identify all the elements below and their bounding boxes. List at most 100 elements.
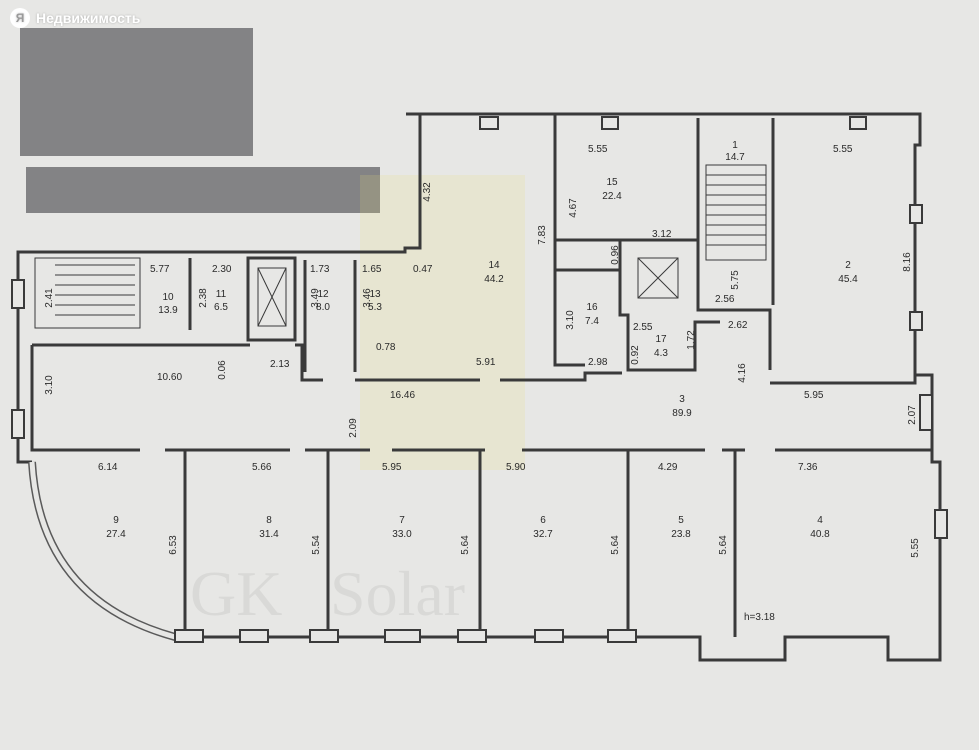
dim-label: 2.55: [633, 322, 653, 333]
dim-label: 5.64: [718, 535, 729, 555]
dim-label: 2.41: [44, 288, 55, 308]
svg-text:6: 6: [540, 515, 546, 526]
svg-text:45.4: 45.4: [838, 274, 858, 285]
dim-label: 5.64: [460, 535, 471, 555]
room-6: 632.7: [533, 515, 553, 540]
dim-label: 0.06: [217, 360, 228, 380]
svg-text:7: 7: [399, 515, 405, 526]
svg-text:5: 5: [678, 515, 684, 526]
dim-label: 0.96: [610, 245, 621, 265]
svg-text:10: 10: [162, 292, 174, 303]
dim-label: 0.47: [413, 264, 433, 275]
svg-text:22.4: 22.4: [602, 191, 622, 202]
svg-text:5.3: 5.3: [368, 302, 382, 313]
watermark: GK Solar: [190, 175, 525, 629]
room-8: 831.4: [259, 515, 279, 540]
redacted-block-top: [20, 28, 253, 156]
room-5: 523.8: [671, 515, 691, 540]
dim-label: 4.32: [422, 182, 433, 202]
room-7: 733.0: [392, 515, 412, 540]
dim-label: 8.16: [902, 252, 913, 272]
room-labels: 114.7 245.4 389.9 440.8 523.8 632.7 733.…: [106, 140, 858, 540]
svg-text:23.8: 23.8: [671, 529, 691, 540]
dim-label: 5.95: [382, 462, 402, 473]
walls: [16, 112, 942, 662]
svg-text:31.4: 31.4: [259, 529, 279, 540]
dim-label: 5.55: [833, 144, 853, 155]
svg-text:13: 13: [369, 289, 381, 300]
room-9: 927.4: [106, 515, 126, 540]
dim-label: 2.56: [715, 294, 735, 305]
dim-label: 5.64: [610, 535, 621, 555]
svg-text:11: 11: [216, 289, 227, 300]
dim-label: 5.66: [252, 462, 272, 473]
dim-label: 5.91: [476, 357, 496, 368]
dim-label: 1.65: [362, 264, 382, 275]
svg-text:8: 8: [266, 515, 272, 526]
svg-text:8.0: 8.0: [316, 302, 330, 313]
dim-label: 3.49: [310, 288, 321, 308]
svg-text:13.9: 13.9: [158, 305, 178, 316]
dim-label: 5.95: [804, 390, 824, 401]
dim-label: 16.46: [390, 390, 415, 401]
dim-label: 4.67: [568, 198, 579, 218]
room-13: 135.3: [368, 289, 382, 313]
dim-label: 2.38: [198, 288, 209, 308]
svg-text:44.2: 44.2: [484, 274, 504, 285]
brand-header[interactable]: Я Недвижимость: [10, 8, 140, 28]
yandex-logo-icon: Я: [10, 8, 30, 28]
dim-label: 3.12: [652, 229, 672, 240]
windows: [11, 116, 948, 643]
svg-text:4: 4: [817, 515, 823, 526]
dim-label: 6.53: [168, 535, 179, 555]
svg-text:2: 2: [845, 260, 851, 271]
svg-text:1: 1: [732, 140, 738, 151]
room-16: 167.4: [585, 302, 599, 327]
brand-name: Недвижимость: [36, 10, 141, 26]
dim-label: 5.54: [311, 535, 322, 555]
svg-text:3: 3: [679, 394, 685, 405]
dim-label: 0.78: [376, 342, 396, 353]
dim-label: 10.60: [157, 372, 182, 383]
svg-text:33.0: 33.0: [392, 529, 412, 540]
svg-text:16: 16: [586, 302, 598, 313]
svg-text:9: 9: [113, 515, 119, 526]
redacted-block-bottom: [26, 167, 380, 213]
dim-label: 2.98: [588, 357, 608, 368]
dim-label: 3.10: [44, 375, 55, 395]
dim-label: 5.55: [910, 538, 921, 558]
ceiling-height-label: h=3.18: [744, 612, 775, 623]
dim-label: 3.46: [362, 288, 373, 308]
room-10: 10 13.9: [158, 292, 178, 316]
svg-text:4.3: 4.3: [654, 348, 668, 359]
svg-text:14: 14: [488, 260, 500, 271]
room-2: 245.4: [838, 260, 858, 285]
svg-text:6.5: 6.5: [214, 302, 228, 313]
svg-text:32.7: 32.7: [533, 529, 553, 540]
dim-label: 1.73: [310, 264, 330, 275]
room-14: 14 44.2: [484, 260, 504, 285]
watermark-initials: GK: [190, 558, 282, 629]
dim-label: 4.16: [737, 363, 748, 383]
watermark-text: Solar: [330, 558, 465, 629]
dim-label: 6.14: [98, 462, 118, 473]
room-11: 116.5: [214, 289, 228, 313]
dim-label: 5.55: [588, 144, 608, 155]
svg-text:14.7: 14.7: [725, 152, 745, 163]
dim-label: 5.77: [150, 264, 170, 275]
room-1: 114.7: [725, 140, 745, 163]
dim-label: 4.29: [658, 462, 678, 473]
dim-label: 7.83: [537, 225, 548, 245]
svg-text:27.4: 27.4: [106, 529, 126, 540]
room-12: 128.0: [316, 289, 330, 313]
dim-label: 0.92: [630, 345, 641, 365]
dim-label: 2.13: [270, 359, 290, 370]
svg-text:89.9: 89.9: [672, 408, 692, 419]
svg-text:12: 12: [317, 289, 329, 300]
dim-label: 5.90: [506, 462, 526, 473]
room-4: 440.8: [810, 515, 830, 540]
dim-label: 2.09: [348, 418, 359, 438]
dim-label: 2.07: [907, 405, 918, 425]
